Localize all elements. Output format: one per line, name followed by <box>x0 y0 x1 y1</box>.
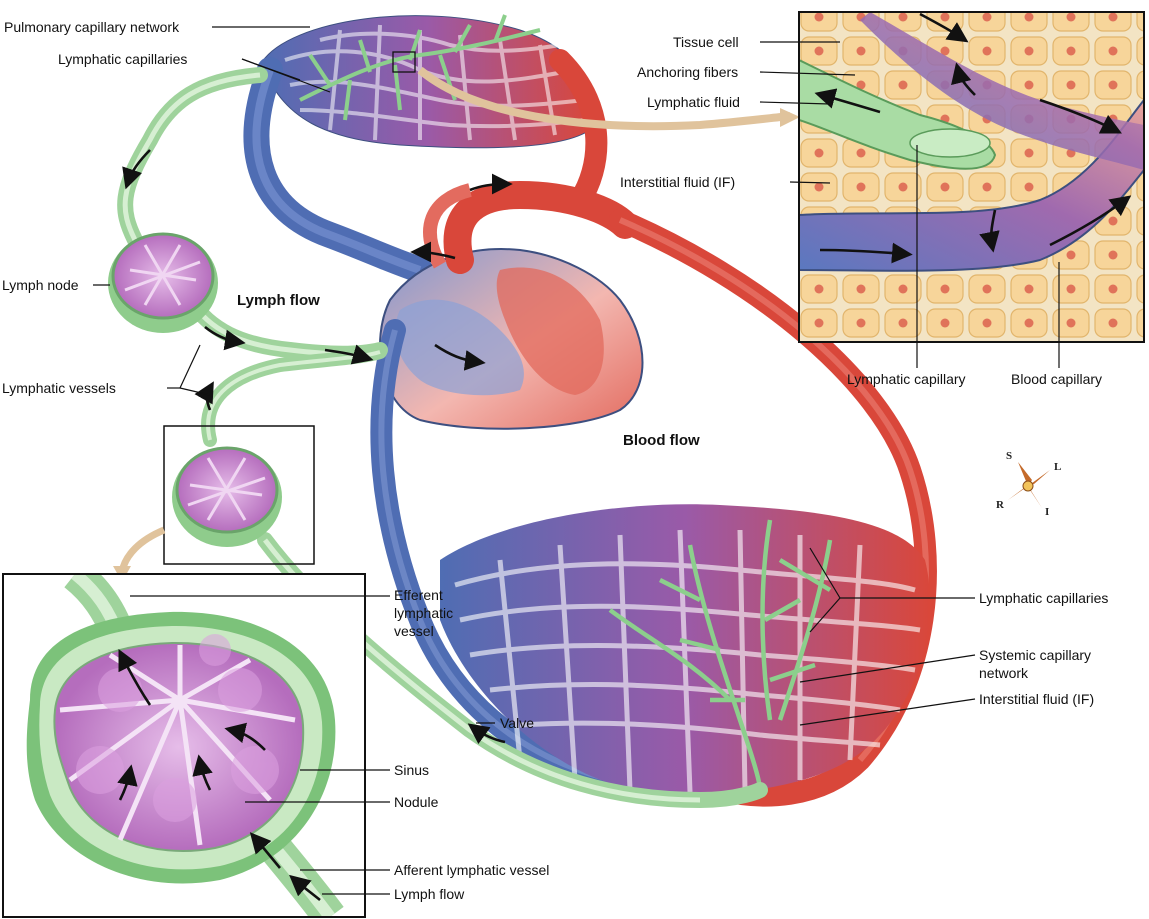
label-efferent-line1: Efferent <box>394 587 443 603</box>
label-anchoring-fibers: Anchoring fibers <box>637 64 738 80</box>
label-blood-capillary: Blood capillary <box>1011 371 1102 387</box>
label-efferent-line2: lymphatic <box>394 605 453 621</box>
zoom-connector-node <box>118 526 166 573</box>
leader-lines <box>93 26 1060 895</box>
label-lymphatic-capillaries-top: Lymphatic capillaries <box>58 51 187 67</box>
zoom-connector-tissue <box>417 66 791 131</box>
label-systemic-capillary-network-line2: network <box>979 665 1029 681</box>
label-lymphatic-fluid: Lymphatic fluid <box>647 94 740 110</box>
heart <box>379 180 644 430</box>
lymph-node-upper <box>108 232 218 333</box>
systemic-lymphatic-capillaries <box>608 519 833 791</box>
label-lymphatic-capillary: Lymphatic capillary <box>847 371 966 387</box>
pulmonary-lymphatic-capillaries <box>299 14 541 121</box>
label-nodule: Nodule <box>394 794 439 810</box>
blood-flow-arrow <box>469 173 513 195</box>
lymph-node-zoom-box <box>163 425 315 565</box>
pulmonary-zoom-box <box>392 51 416 73</box>
lymph-flow-arrow <box>467 723 506 745</box>
compass-l: L <box>1054 461 1061 473</box>
label-valve: Valve <box>500 715 534 731</box>
lymph-flow-arrow <box>324 344 374 365</box>
label-pulmonary-capillary-network: Pulmonary capillary network <box>4 19 180 35</box>
label-sinus: Sinus <box>394 762 429 778</box>
lymph-flow-arrow <box>122 149 151 190</box>
compass-i: I <box>1045 506 1049 518</box>
tissue-inset <box>799 12 1144 342</box>
label-interstitial-fluid-inset: Interstitial fluid (IF) <box>620 174 735 190</box>
label-interstitial-fluid-right: Interstitial fluid (IF) <box>979 691 1094 707</box>
label-systemic-capillary-network-line1: Systemic capillary <box>979 647 1091 663</box>
lymph-node-inset-frame <box>2 573 366 918</box>
label-blood-flow: Blood flow <box>623 432 700 449</box>
compass-rose-icon: S L R I <box>996 450 1061 518</box>
blood-flow-arrow <box>434 343 486 371</box>
compass-r: R <box>996 499 1005 511</box>
compass-s: S <box>1006 450 1012 462</box>
label-lymphatic-vessels: Lymphatic vessels <box>2 380 116 396</box>
lymph-node-lower <box>172 446 282 547</box>
label-efferent-line3: vessel <box>394 623 434 639</box>
lymph-flow-arrow <box>204 325 246 351</box>
label-lymph-flow: Lymph flow <box>237 292 320 309</box>
lymph-flow-arrow <box>194 381 214 411</box>
label-lymph-flow-inset: Lymph flow <box>394 886 465 902</box>
lymph-node-inset <box>3 574 365 917</box>
label-afferent-lymphatic-vessel: Afferent lymphatic vessel <box>394 862 549 878</box>
label-lymphatic-capillaries-right: Lymphatic capillaries <box>979 590 1108 606</box>
blood-flow-arrow <box>410 241 456 263</box>
label-lymph-node: Lymph node <box>2 277 79 293</box>
label-tissue-cell: Tissue cell <box>673 34 739 50</box>
tissue-inset-frame <box>798 11 1145 343</box>
